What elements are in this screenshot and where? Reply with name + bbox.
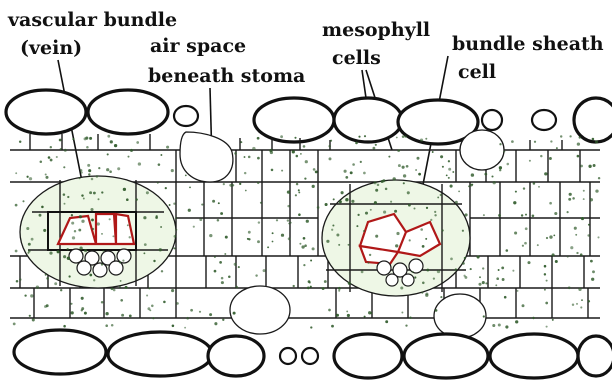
vascular-bundle-left <box>20 176 176 288</box>
label-beneath-stoma: beneath stoma <box>148 65 305 87</box>
lower-epidermis <box>14 330 612 378</box>
label-air-space: air space <box>150 35 246 57</box>
label-vein: (vein) <box>20 37 82 59</box>
label-bundle-sheath-cell: cell <box>458 61 496 83</box>
label-vascular-bundle: vascular bundle <box>7 9 177 31</box>
label-mesophyll: mesophyll <box>322 19 430 41</box>
label-mesophyll-cells: cells <box>332 47 381 69</box>
vascular-bundle-right <box>322 180 470 296</box>
upper-epidermis <box>6 90 612 144</box>
label-bundle-sheath: bundle sheath <box>452 33 604 55</box>
